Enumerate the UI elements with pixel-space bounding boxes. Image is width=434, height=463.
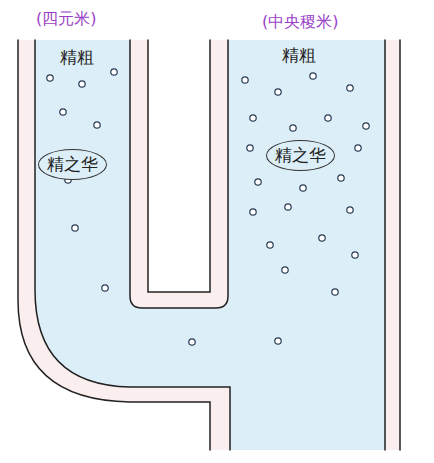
sperm-dot (250, 209, 256, 215)
cell-oval: 精之华 (38, 149, 107, 180)
sperm-dot (111, 69, 117, 75)
sperm-dot (267, 242, 273, 248)
sperm-dot (310, 73, 316, 79)
tube-region-label: (四元米) (36, 10, 96, 28)
sperm-dot (60, 109, 66, 115)
sperm-dot (285, 204, 291, 210)
sperm-dot (325, 115, 331, 121)
sperm-dot (275, 89, 281, 95)
sperm-dot (352, 252, 358, 258)
sperm-dot (275, 338, 281, 344)
wall-line (399, 40, 401, 450)
tube-label: 精粗 (60, 48, 94, 67)
sperm-dot (347, 207, 353, 213)
left-wall (18, 40, 230, 450)
sperm-dot (347, 85, 353, 91)
right-wall (385, 40, 400, 450)
wall-line (148, 40, 210, 292)
sperm-dot (319, 235, 325, 241)
sperm-dot (72, 225, 78, 231)
middle-wall (130, 40, 228, 308)
sperm-dot (300, 185, 306, 191)
sperm-dot (189, 339, 195, 345)
sperm-dot (355, 145, 361, 151)
wall-line (384, 40, 386, 450)
sperm-dot (250, 115, 256, 121)
cell-oval: 精之华 (266, 140, 335, 171)
cell-label: 精之华 (47, 155, 98, 174)
sperm-dot (79, 81, 85, 87)
sperm-dot (102, 285, 108, 291)
sperm-dot (338, 175, 344, 181)
sperm-dot (255, 179, 261, 185)
sperm-dot (247, 145, 253, 151)
sperm-dot (94, 122, 100, 128)
sperm-dot (282, 267, 288, 273)
wall-line (130, 40, 228, 308)
tube-label: 精粗 (282, 46, 316, 65)
wall-line (18, 40, 210, 450)
sperm-dot (47, 75, 53, 81)
tube-region-label: (中央稷米) (262, 13, 338, 31)
sperm-dot (363, 123, 369, 129)
sperm-dot (290, 125, 296, 131)
cell-label: 精之华 (275, 146, 326, 165)
sperm-dot (242, 77, 248, 83)
wall-line (35, 40, 230, 450)
sperm-dot (332, 289, 338, 295)
